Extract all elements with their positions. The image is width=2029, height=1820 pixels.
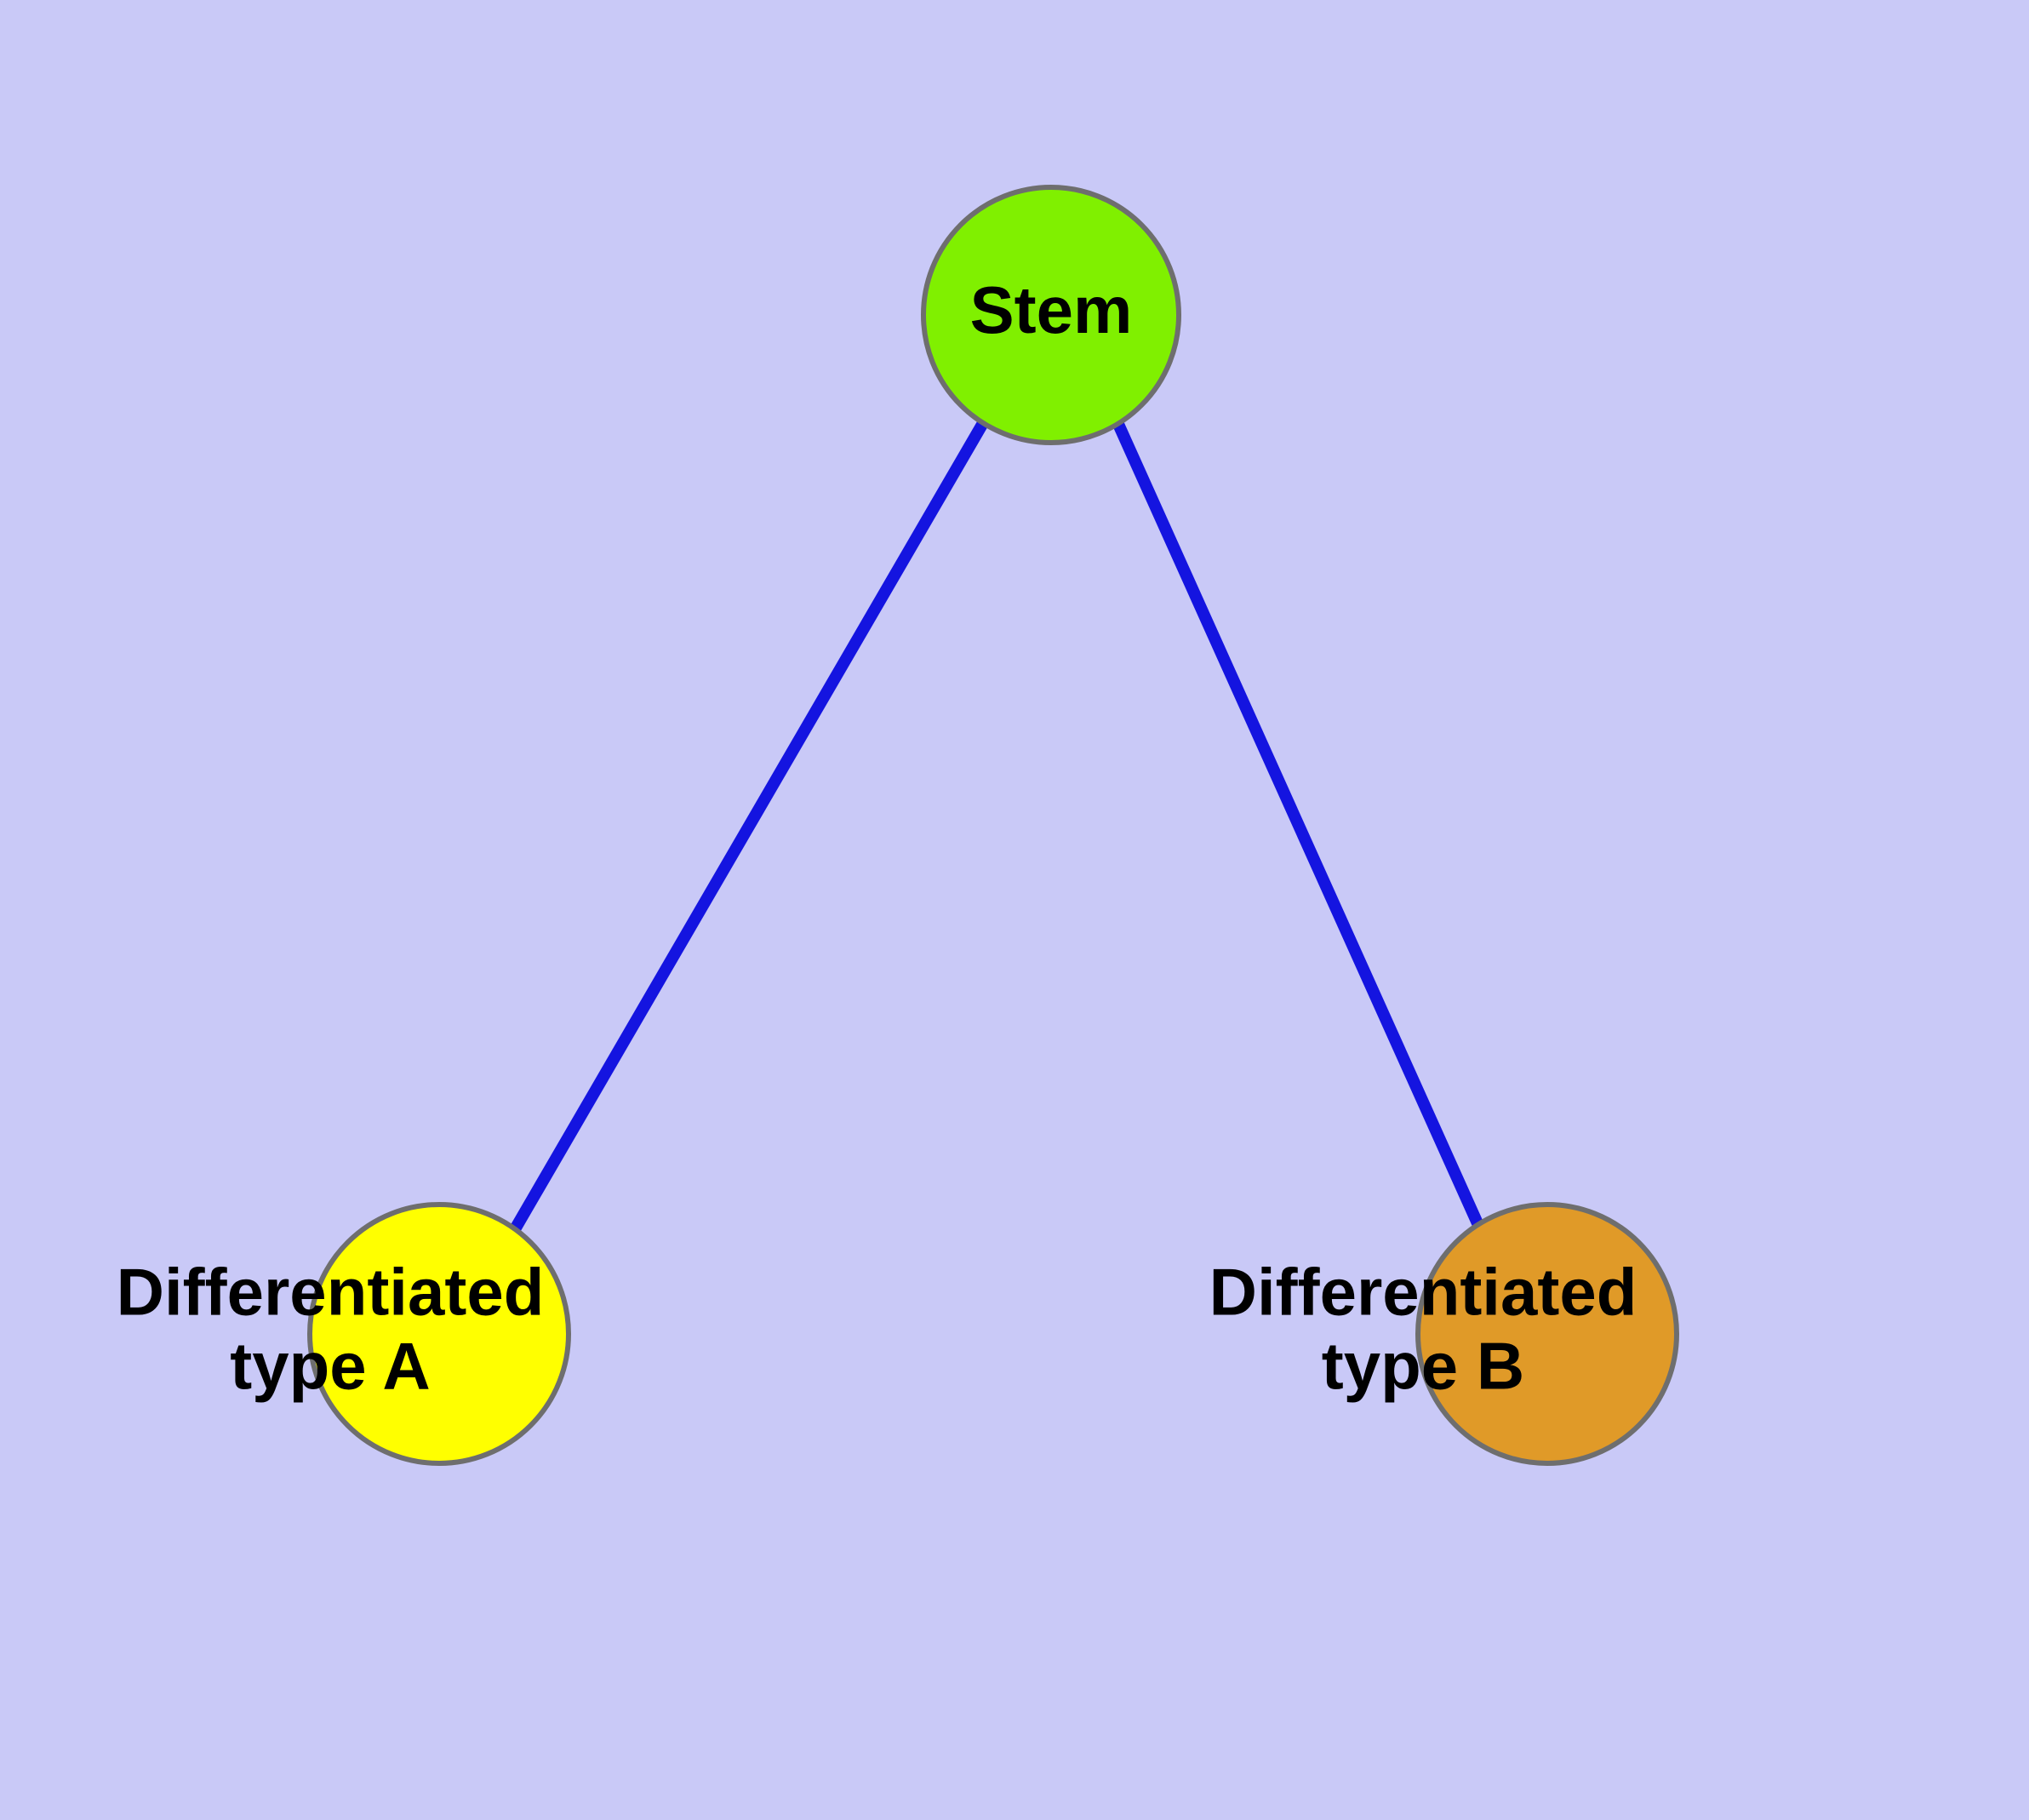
edge-stem-to-differentiated-type-b[interactable] — [1112, 420, 1483, 1226]
label-line: Stem — [970, 272, 1133, 347]
node-stem-circle[interactable] — [921, 185, 1181, 445]
label-line: type B — [1322, 1328, 1524, 1403]
label-line: Differentiated — [1209, 1254, 1637, 1329]
edge-stem-to-differentiated-type-a[interactable] — [509, 420, 989, 1233]
label-line: type A — [230, 1328, 431, 1403]
node-differentiated-type-a-circle[interactable] — [307, 1202, 571, 1466]
edges-group — [509, 420, 1483, 1233]
node-stem-label: Stem — [970, 272, 1133, 347]
node-differentiated-type-b-circle[interactable] — [1415, 1202, 1679, 1466]
nodes-group — [307, 185, 1679, 1466]
label-line: Differentiated — [117, 1254, 545, 1329]
